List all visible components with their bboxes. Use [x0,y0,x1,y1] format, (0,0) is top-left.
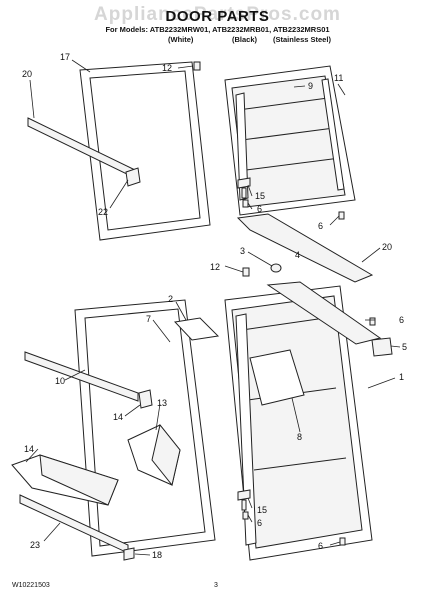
fresh-food-shelf-bar [24,351,139,402]
top-bracket-4 [266,281,382,345]
leader-lines [25,59,401,556]
callout-2: 2 [168,294,173,304]
callout-6-upper-b: 6 [318,221,323,231]
screw-6-lower-a [242,511,249,520]
callout-6-upper-a: 6 [257,204,262,214]
document-id: W10221503 [12,582,50,589]
callout-8: 8 [297,432,302,442]
variant-stainless: (Stainless Steel) [273,35,331,44]
callout-19: 13 [157,398,167,408]
diagram-title: DOOR PARTS [165,8,270,25]
callout-17: 14 [113,412,123,422]
hinge-15-upper [237,177,251,199]
callout-12-upper: 12 [162,63,172,73]
callout-1: 1 [399,372,404,382]
callout-4: 4 [295,250,300,260]
callout-12-middle: 12 [210,262,220,272]
handle-trim-20 [236,213,374,283]
screw-12-upper [193,61,201,71]
screw-6-right [369,317,376,326]
hinge-15-lower [237,489,251,511]
callout-22: 22 [98,207,108,217]
callout-13: 17 [60,52,70,62]
variant-black: (Black) [232,35,258,44]
callout-20: 20 [382,242,392,252]
callout-6-lower-a: 6 [257,518,262,528]
callout-9: 9 [308,81,313,91]
callout-6-right: 6 [399,315,404,325]
callout-14: 14 [24,444,34,454]
screw-12-middle [242,267,250,277]
variant-white: (White) [168,35,194,44]
callout-21: 20 [22,69,32,79]
dairy-door-8 [249,349,305,406]
screw-6-upper-b [338,211,345,220]
callout-3: 3 [240,246,245,256]
plug-3 [270,263,282,273]
callout-23: 23 [30,540,40,550]
callout-5: 5 [402,342,407,352]
callout-10: 10 [55,376,65,386]
callout-15-lower: 15 [257,505,267,515]
freezer-door [224,65,356,216]
freezer-gasket [79,61,211,241]
screw-6-lower-b [339,537,346,546]
small-gasket-2 [173,317,220,341]
callout-6-lower-b: 6 [318,541,323,551]
page-number: 3 [214,582,218,589]
callout-7: 7 [146,314,151,324]
watermark: AppliancePartsPros.com [94,4,341,25]
dairy-compartment-19 [127,423,181,487]
callout-11: 11 [334,73,343,83]
screw-6-upper-a [242,199,249,208]
callout-15-upper: 15 [255,191,265,201]
hinge-5 [371,337,393,357]
models-line: For Models: ATB2232MRW01, ATB2232MRB01, … [105,25,330,34]
callout-18: 18 [152,550,162,560]
bracket-17 [138,389,153,409]
door-bin-14 [11,454,119,506]
clip-18 [123,547,135,561]
